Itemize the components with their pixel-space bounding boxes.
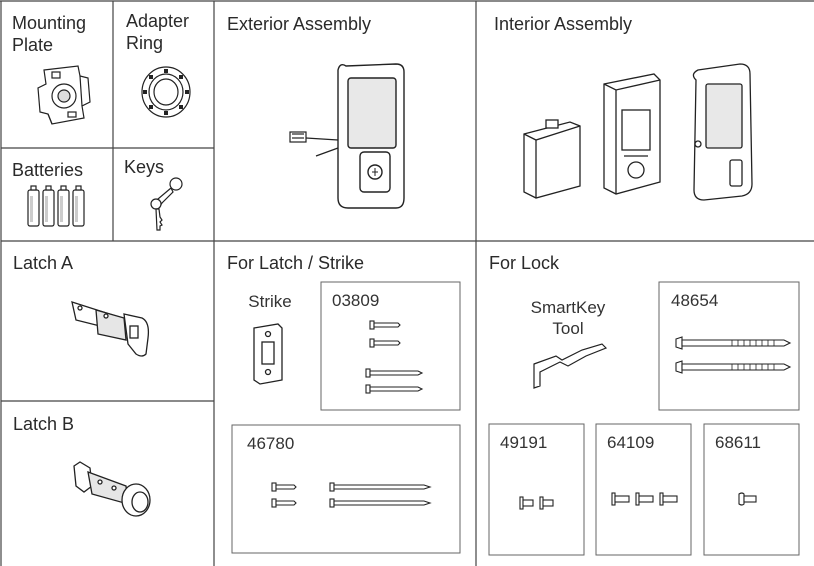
latch-a-illustration: [71, 301, 150, 357]
screws-48654-illustration: [675, 336, 792, 374]
exterior-assembly-label: Exterior Assembly: [227, 14, 372, 34]
batteries-illustration: [27, 185, 85, 227]
screws-64109-illustration: [611, 492, 678, 506]
latch-b-label: Latch B: [13, 414, 75, 434]
for-lock-label: For Lock: [489, 253, 560, 273]
keys-label: Keys: [124, 157, 165, 177]
part-code-46780: 46780: [247, 434, 295, 453]
smartkey-tool-label: SmartKey Tool: [530, 298, 606, 338]
adapter-ring-illustration: [141, 66, 191, 118]
part-code-03809: 03809: [332, 291, 380, 310]
part-code-48654: 48654: [671, 291, 719, 310]
exterior-assembly-illustration: [289, 63, 405, 209]
mounting-plate-illustration: [37, 65, 91, 125]
screw-68611-illustration: [738, 492, 757, 506]
batteries-label: Batteries: [12, 160, 84, 180]
interior-assembly-label: Interior Assembly: [494, 14, 633, 34]
smartkey-tool-illustration: [533, 343, 608, 389]
latch-a-label: Latch A: [13, 253, 74, 273]
keys-illustration: [150, 177, 183, 231]
screws-03809-illustration: [365, 320, 424, 394]
mounting-plate-label: Mounting Plate: [12, 13, 87, 55]
screws-49191-illustration: [519, 496, 554, 510]
latch-b-illustration: [73, 461, 151, 517]
part-code-68611: 68611: [715, 433, 762, 452]
strike-plate-illustration: [253, 323, 283, 385]
part-code-64109: 64109: [607, 433, 655, 452]
interior-assembly-illustration: [523, 63, 753, 201]
part-code-49191: 49191: [500, 433, 548, 452]
strike-label: Strike: [248, 292, 292, 311]
screws-46780-illustration: [271, 482, 432, 508]
for-latch-strike-label: For Latch / Strike: [227, 253, 365, 273]
adapter-ring-label: Adapter Ring: [126, 11, 190, 53]
